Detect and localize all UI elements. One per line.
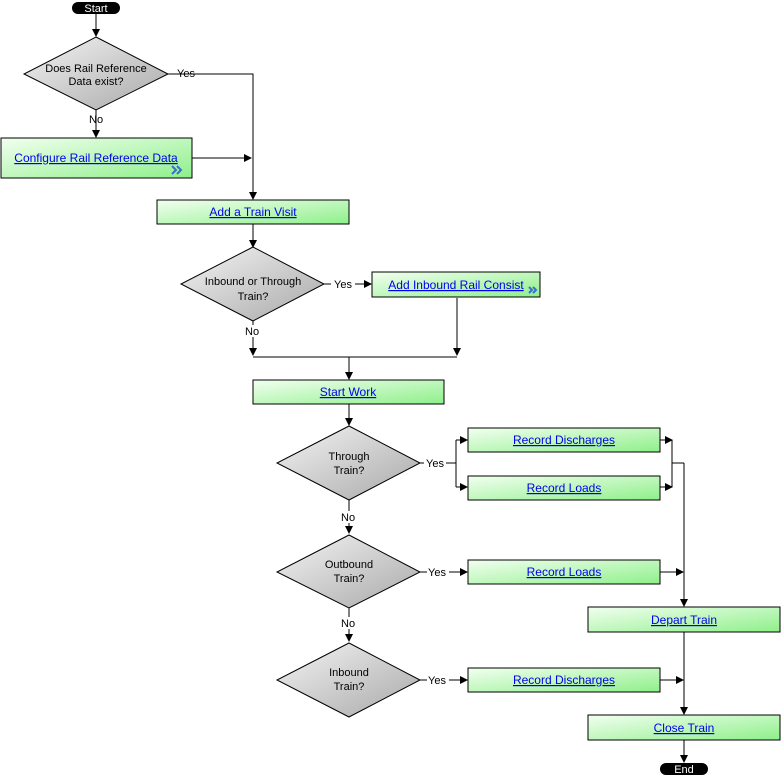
start-work-link[interactable]: Start Work (320, 385, 377, 399)
connector-labels: Yes No Yes No Yes No Yes No Yes (89, 68, 449, 687)
no-label: No (245, 326, 259, 338)
add-consist-link[interactable]: Add Inbound Rail Consist (388, 278, 524, 292)
process-record-loads-2[interactable]: Record Loads (467, 559, 661, 585)
process-record-loads-1[interactable]: Record Loads (467, 475, 661, 501)
yes-label: Yes (428, 567, 446, 579)
process-record-discharges-1[interactable]: Record Discharges (467, 427, 661, 453)
process-configure-ref[interactable]: Configure Rail Reference Data (0, 137, 193, 179)
record-discharges-link[interactable]: Record Discharges (513, 673, 615, 687)
decision-inbound-or-through: Inbound or Through Train? (179, 246, 326, 322)
decision-text: Train? (334, 573, 365, 585)
decision-text: Outbound (325, 559, 373, 571)
expand-icon[interactable] (528, 286, 538, 294)
expand-icon[interactable] (171, 165, 183, 175)
process-add-visit[interactable]: Add a Train Visit (156, 199, 350, 225)
decision-text: Through (329, 451, 370, 463)
decision-text: Does Rail Reference (45, 63, 147, 75)
add-visit-link[interactable]: Add a Train Visit (209, 205, 297, 219)
decision-text: Data exist? (68, 76, 123, 88)
yes-label: Yes (334, 279, 352, 291)
process-add-consist[interactable]: Add Inbound Rail Consist (371, 271, 541, 298)
end-terminal: End (660, 763, 708, 776)
record-loads-link[interactable]: Record Loads (527, 565, 602, 579)
record-loads-link[interactable]: Record Loads (527, 481, 602, 495)
start-label: Start (84, 3, 107, 15)
configure-ref-link[interactable]: Configure Rail Reference Data (14, 151, 178, 165)
process-close-train[interactable]: Close Train (587, 714, 781, 741)
yes-label: Yes (428, 675, 446, 687)
decision-outbound: Outbound Train? (275, 534, 422, 609)
process-depart-train[interactable]: Depart Train (587, 606, 781, 633)
decision-text: Train? (334, 681, 365, 693)
record-discharges-link[interactable]: Record Discharges (513, 433, 615, 447)
end-label: End (674, 764, 694, 776)
decision-through: Through Train? (275, 425, 422, 501)
decision-text: Train? (238, 291, 269, 303)
connector (168, 73, 257, 200)
decision-text: Inbound or Through (205, 276, 301, 288)
decision-text: Train? (334, 465, 365, 477)
start-terminal: Start (72, 2, 120, 15)
decision-ref-data: Does Rail Reference Data exist? (22, 36, 170, 111)
process-record-discharges-2[interactable]: Record Discharges (467, 667, 661, 693)
process-start-work[interactable]: Start Work (252, 379, 445, 405)
yes-label: Yes (426, 458, 444, 470)
no-label: No (341, 618, 355, 630)
no-label: No (89, 114, 103, 126)
no-label: No (341, 512, 355, 524)
depart-train-link[interactable]: Depart Train (651, 613, 717, 627)
decision-text: Inbound (329, 667, 369, 679)
yes-label: Yes (177, 68, 195, 80)
decision-inbound: Inbound Train? (275, 642, 422, 718)
close-train-link[interactable]: Close Train (654, 721, 715, 735)
